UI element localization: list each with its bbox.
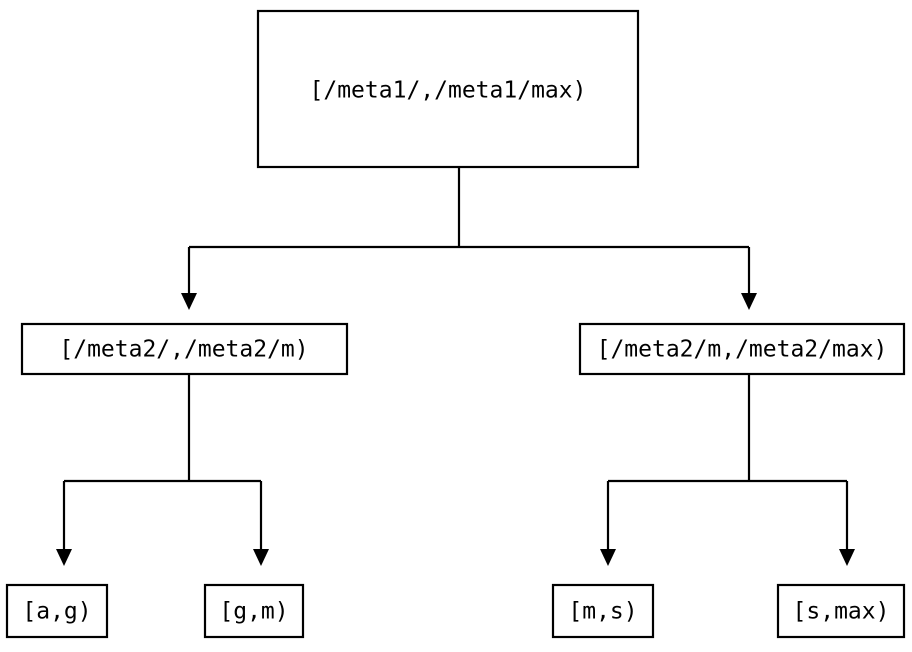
node-leaf-s-max-label: [s,max) [793, 599, 890, 625]
arrowhead-root-to-mid-right-icon [741, 293, 757, 310]
node-leaf-a-g[interactable]: [a,g) [5, 583, 109, 639]
node-leaf-m-s-label: [m,s) [568, 599, 637, 625]
node-leaf-m-s-box[interactable] [551, 583, 655, 639]
node-root[interactable]: [/meta1/,/meta1/max) [256, 9, 640, 169]
edge-mid-right-to-leaves-group [600, 374, 855, 566]
node-mid-right-box[interactable] [578, 322, 906, 376]
edge-root-to-mid-group [181, 167, 757, 310]
arrowhead-to-leaf-m-s-icon [600, 549, 616, 566]
arrowhead-to-leaf-a-g-icon [56, 549, 72, 566]
node-leaf-g-m[interactable]: [g,m) [203, 583, 305, 639]
arrowhead-to-leaf-s-max-icon [839, 549, 855, 566]
node-root-label: [/meta1/,/meta1/max) [310, 78, 587, 104]
node-root-box[interactable] [256, 9, 640, 169]
node-leaf-a-g-label: [a,g) [22, 599, 91, 625]
node-leaf-m-s[interactable]: [m,s) [551, 583, 655, 639]
edge-mid-left-to-leaves-group [56, 374, 269, 566]
arrowhead-to-leaf-g-m-icon [253, 549, 269, 566]
node-leaf-s-max[interactable]: [s,max) [776, 583, 906, 639]
arrowhead-root-to-mid-left-icon [181, 293, 197, 310]
node-mid-right-label: [/meta2/m,/meta2/max) [597, 337, 888, 363]
node-mid-right[interactable]: [/meta2/m,/meta2/max) [578, 322, 906, 376]
node-leaf-g-m-box[interactable] [203, 583, 305, 639]
node-leaf-g-m-label: [g,m) [219, 599, 288, 625]
node-mid-left-box[interactable] [20, 322, 349, 376]
node-mid-left[interactable]: [/meta2/,/meta2/m) [20, 322, 349, 376]
node-leaf-a-g-box[interactable] [5, 583, 109, 639]
node-mid-left-label: [/meta2/,/meta2/m) [59, 337, 308, 363]
node-leaf-s-max-box[interactable] [776, 583, 906, 639]
